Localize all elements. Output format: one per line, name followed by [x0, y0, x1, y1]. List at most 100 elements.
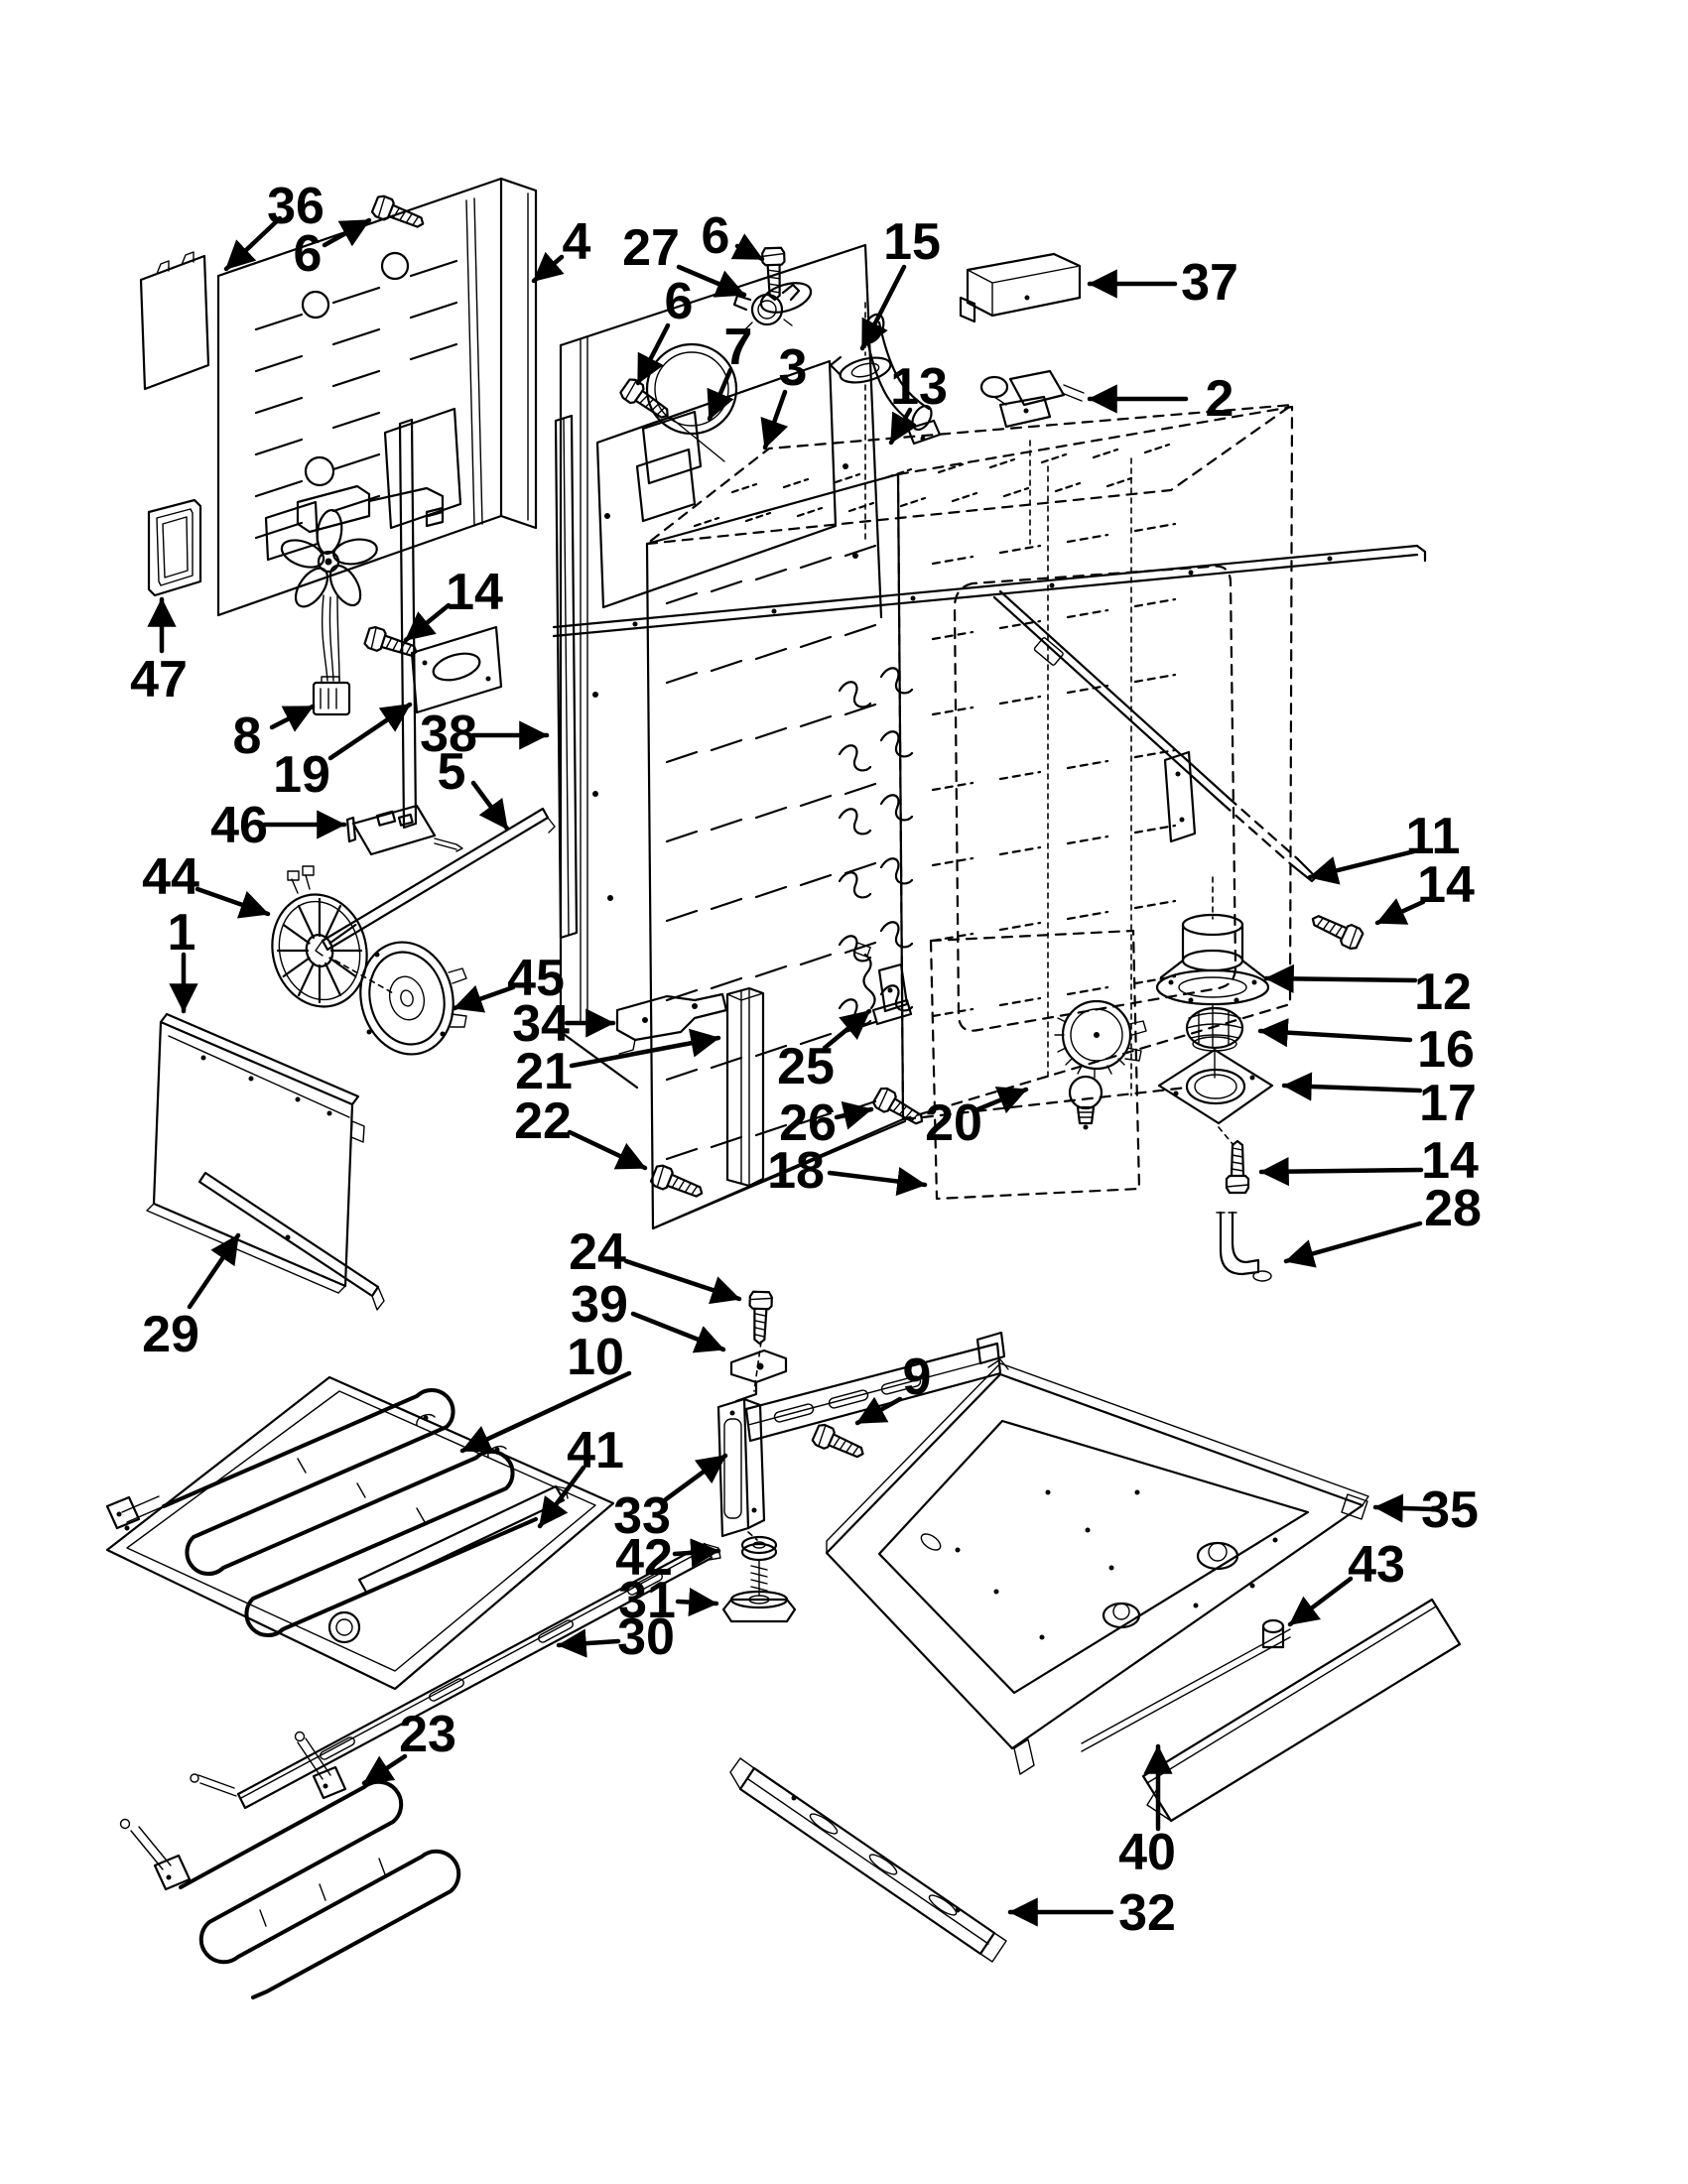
- callout-arrow-7: [707, 367, 734, 422]
- part-rear-panel: [216, 177, 538, 617]
- callout-arrow-5: [470, 780, 510, 832]
- part-clip-43: [1261, 1618, 1285, 1649]
- part-harness-connector: [312, 676, 351, 716]
- callout-arrow-31: [675, 1587, 719, 1617]
- part-igniter-rod: [992, 589, 1318, 883]
- callout-15-5: 15: [859, 213, 941, 351]
- callout-19-14: 19: [273, 702, 413, 804]
- part-leveler-bracket-39: [729, 1341, 788, 1403]
- callout-41-33: 41: [537, 1422, 624, 1529]
- part-access-card: [139, 251, 210, 391]
- callout-12-41: 12: [1263, 964, 1472, 1021]
- callout-number-37: 37: [1181, 254, 1238, 312]
- callout-14-44: 14: [1258, 1132, 1479, 1190]
- callout-number-42: 42: [615, 1529, 673, 1587]
- callout-arrow-6: [730, 233, 765, 262]
- callout-number-16: 16: [1417, 1021, 1475, 1079]
- part-manifold-rail: [552, 544, 1427, 638]
- callout-arrow-22: [567, 1129, 648, 1171]
- part-side-panel: [559, 243, 883, 1090]
- callout-arrow-35: [1372, 1493, 1436, 1523]
- callout-arrow-18: [827, 1167, 928, 1197]
- callout-14-15: 14: [403, 564, 503, 643]
- part-mounting-bracket-34: [615, 992, 728, 1055]
- callout-number-32: 32: [1118, 1884, 1176, 1942]
- callout-13-7: 13: [888, 358, 948, 446]
- part-trim-strip-38: [554, 414, 579, 940]
- screw-icon: [810, 1421, 869, 1466]
- screw-icon: [747, 1290, 774, 1346]
- callout-arrow-8: [269, 704, 316, 732]
- callout-number-12: 12: [1414, 964, 1472, 1021]
- part-support-rail-32: [729, 1757, 1007, 1963]
- part-washer-42: [740, 1531, 778, 1562]
- callout-number-20: 20: [925, 1094, 982, 1152]
- fan-blade-spokes: [276, 897, 363, 1004]
- callout-21-23: 21: [515, 1028, 721, 1100]
- part-cover-plate: [398, 418, 503, 830]
- callout-number-25: 25: [777, 1038, 835, 1095]
- callout-number-44: 44: [142, 848, 199, 906]
- callout-number-31: 31: [618, 1572, 676, 1629]
- callout-23-48: 23: [361, 1706, 456, 1786]
- screw-icon: [1307, 907, 1365, 953]
- callout-36-0: 36: [223, 178, 325, 272]
- callout-number-46: 46: [210, 797, 268, 854]
- callout-18-28: 18: [767, 1142, 928, 1200]
- callout-28-45: 28: [1283, 1180, 1482, 1268]
- callout-number-11: 11: [1406, 808, 1461, 865]
- callout-number-27: 27: [622, 219, 680, 277]
- callout-arrow-13: [888, 407, 918, 446]
- part-broil-element: [119, 1731, 461, 1999]
- rear-panel-vent-slots: [254, 259, 458, 540]
- part-pan-clip-rail: [1081, 1618, 1291, 1752]
- callout-number-18: 18: [767, 1142, 825, 1200]
- part-spark-module: [345, 804, 463, 856]
- callout-16-42: 16: [1257, 1018, 1475, 1079]
- callout-number-5: 5: [438, 743, 466, 801]
- callout-arrow-6: [635, 322, 671, 386]
- callout-5-17: 5: [438, 743, 510, 832]
- callout-number-39: 39: [571, 1276, 628, 1334]
- callout-6-9: 6: [635, 273, 693, 386]
- callout-arrow-11: [1307, 847, 1421, 885]
- callout-number-21: 21: [515, 1043, 573, 1100]
- callout-number-28: 28: [1424, 1180, 1482, 1237]
- callout-number-17: 17: [1419, 1075, 1477, 1132]
- callout-arrow-19: [327, 702, 413, 761]
- part-rear-brace: [197, 1171, 385, 1311]
- callout-11-39: 11: [1307, 808, 1461, 885]
- callout-arrow-27: [676, 264, 747, 298]
- callout-30-37: 30: [556, 1608, 675, 1666]
- part-fan-assembly: [280, 484, 445, 682]
- part-oven-sensor: [852, 942, 913, 1026]
- part-burner-screen: [1185, 1006, 1244, 1079]
- callout-number-3: 3: [779, 339, 808, 397]
- callout-arrow-23: [361, 1753, 408, 1786]
- part-component-box: [929, 929, 1147, 1201]
- callout-44-19: 44: [142, 848, 271, 919]
- callout-14-40: 14: [1374, 856, 1475, 926]
- callout-25-26: 25: [777, 1008, 872, 1095]
- callout-31-36: 31: [618, 1572, 719, 1629]
- callout-arrow-42: [672, 1538, 721, 1568]
- callout-number-38: 38: [420, 706, 477, 763]
- callout-1-20: 1: [168, 904, 198, 1014]
- part-thermostat: [732, 283, 801, 331]
- callout-32-50: 32: [1007, 1884, 1176, 1942]
- callout-43-47: 43: [1287, 1536, 1405, 1627]
- callout-number-23: 23: [399, 1706, 456, 1763]
- callout-arrow-29: [187, 1232, 241, 1310]
- callout-number-29: 29: [142, 1306, 199, 1363]
- callout-number-4: 4: [563, 213, 591, 271]
- callout-arrow-44: [195, 886, 271, 919]
- callout-arrow-14: [403, 602, 452, 643]
- callout-number-45: 45: [507, 950, 565, 1007]
- callout-number-24: 24: [569, 1223, 626, 1281]
- callout-number-14: 14: [1417, 856, 1475, 914]
- callout-arrow-3: [760, 389, 789, 450]
- callout-number-14: 14: [446, 564, 503, 621]
- callout-number-43: 43: [1348, 1536, 1405, 1594]
- callout-arrow-28: [1283, 1220, 1423, 1268]
- part-trim-strip-5: [315, 807, 556, 957]
